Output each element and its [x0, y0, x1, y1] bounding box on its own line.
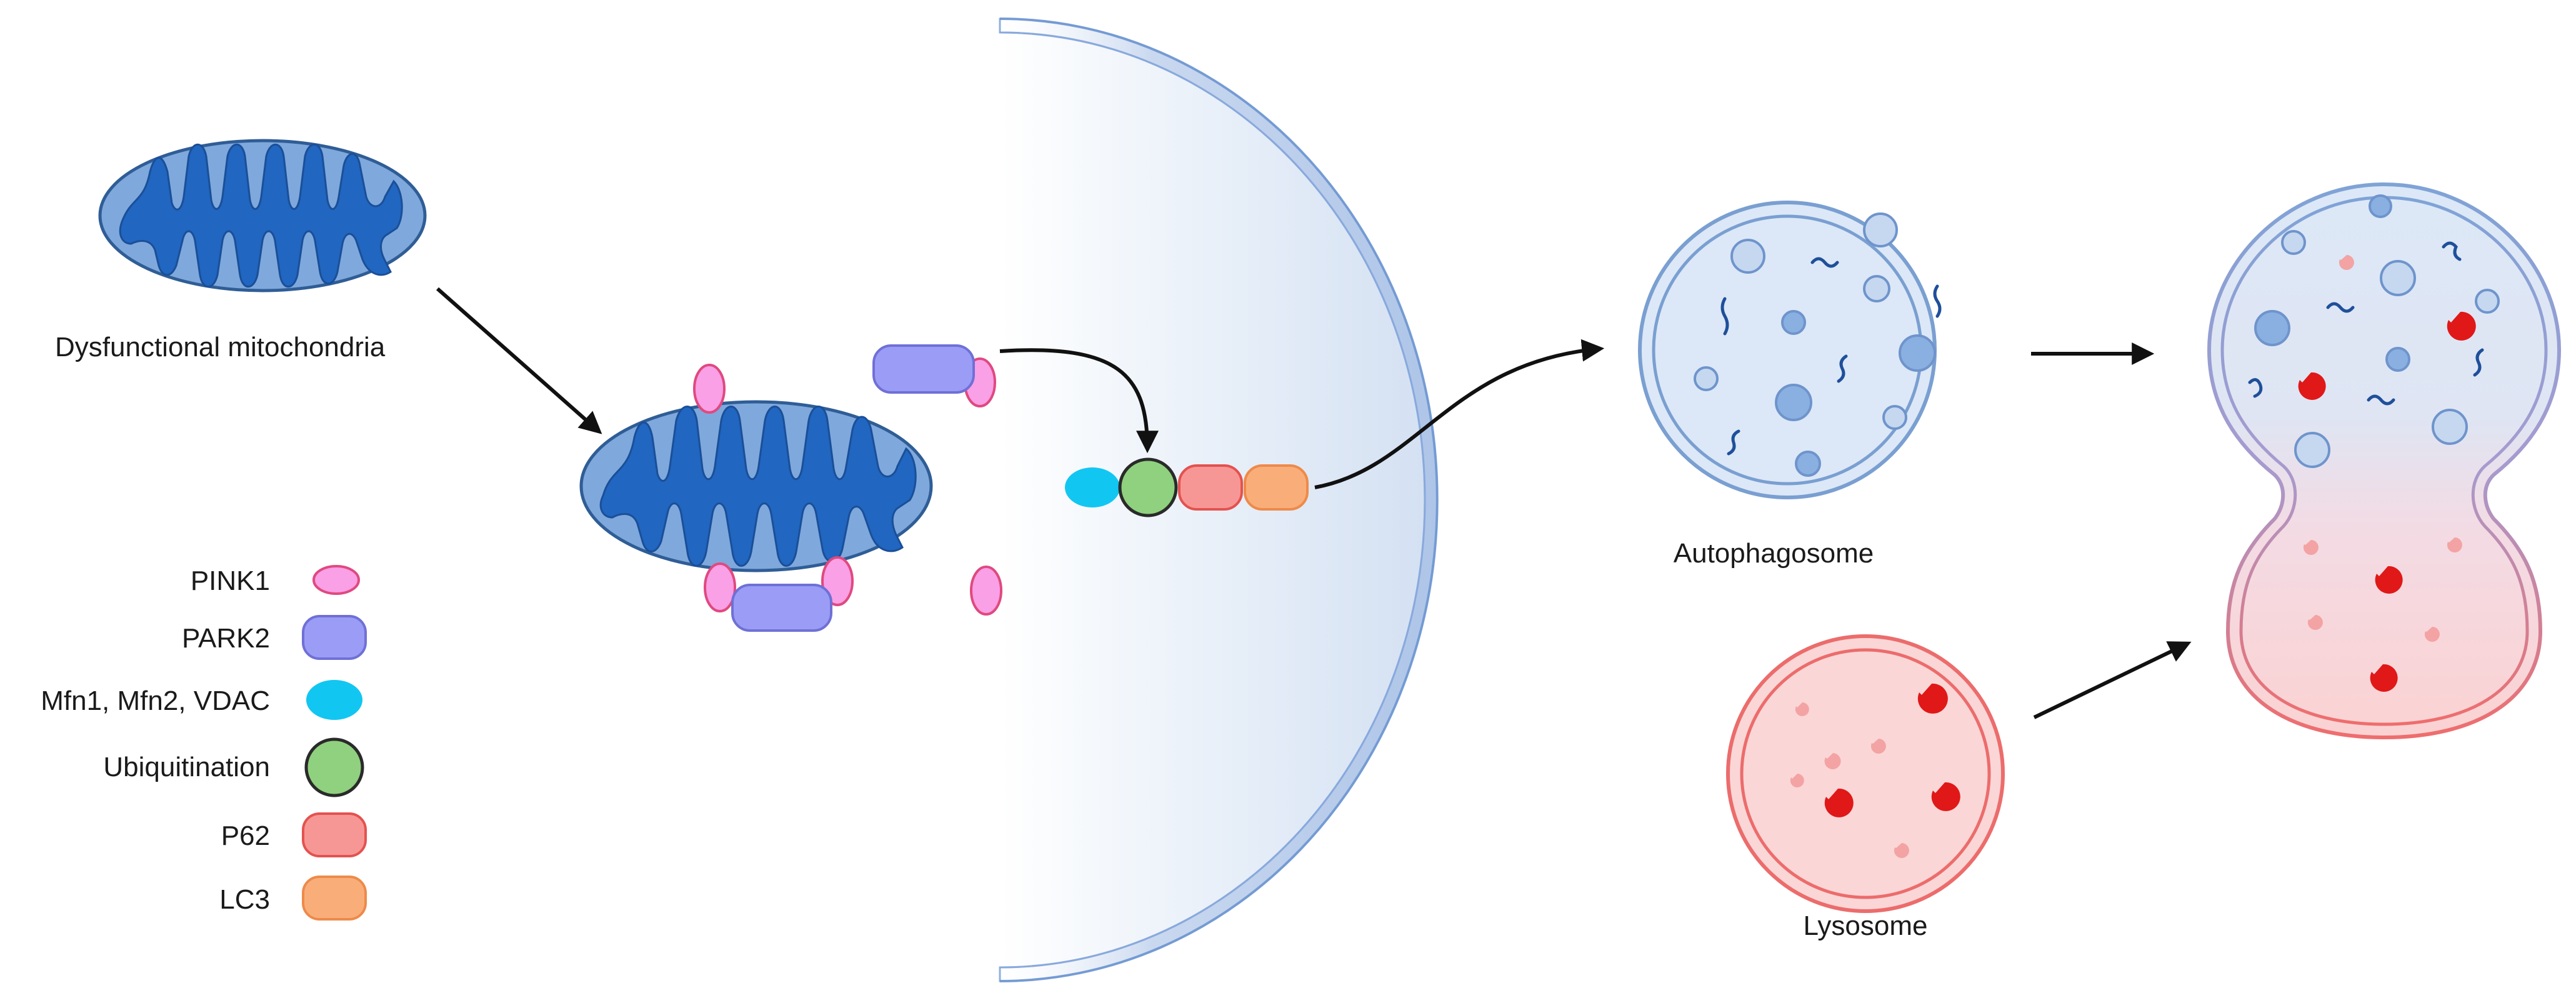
autolysosome-inner — [2220, 196, 2548, 726]
legend-swatch-park2 — [302, 615, 367, 660]
lysosome — [1726, 634, 2005, 913]
lysosome-label: Lysosome — [1803, 911, 1928, 941]
arrow-park2-to-ubiquitin — [999, 348, 1159, 454]
dysfunctional-mitochondrion — [98, 139, 427, 292]
mitochondrion-cristae — [599, 406, 917, 567]
legend-swatch-pink1 — [312, 565, 360, 595]
arrow-to-autophagosome — [1314, 339, 1605, 489]
p62-marker — [1178, 464, 1243, 511]
cell-rim-outer-line — [999, 17, 1439, 982]
park2-bottom — [731, 584, 832, 632]
autolysosome — [2207, 182, 2562, 740]
mfn-vdac-marker — [1065, 467, 1120, 507]
legend-label-p62: P62 — [221, 821, 270, 851]
autophagosome-label: Autophagosome — [1673, 538, 1874, 569]
park2-top — [872, 344, 975, 394]
autolysosome-filaments — [2248, 241, 2484, 406]
legend-swatch-ubiquitination — [304, 737, 364, 797]
legend-label-mfn: Mfn1, Mfn2, VDAC — [41, 686, 270, 716]
legend-swatch-mfn — [306, 680, 362, 720]
arrow-to-damaged-mito — [436, 287, 602, 434]
legend-swatches — [302, 565, 367, 921]
lc3-marker — [1244, 464, 1309, 511]
autophagosome — [1638, 201, 1942, 499]
ubiquitin-marker — [1118, 457, 1178, 517]
legend-label-park2: PARK2 — [181, 623, 270, 654]
legend-swatch-p62 — [302, 812, 367, 857]
cell-rim-inner-line — [999, 31, 1426, 969]
autolysosome-enzymes — [2298, 255, 2476, 692]
mitochondrion-cristae — [119, 143, 403, 288]
autophagosome-filaments — [1720, 257, 1942, 456]
legend-swatch-lc3 — [302, 876, 367, 921]
legend-label-lc3: LC3 — [219, 884, 270, 915]
legend-label-pink1: PINK1 — [190, 566, 270, 596]
tagged-mitochondrion — [579, 400, 933, 572]
pink1-top-left — [693, 364, 726, 414]
legend-label-ubiquitination: Ubiquitination — [103, 752, 270, 782]
dysfunctional-mitochondria-label: Dysfunctional mitochondria — [55, 332, 386, 362]
pink1-bottom-left — [704, 562, 736, 612]
arrow-lysosome-to-fusion — [2033, 641, 2192, 719]
pink1-bottom-right — [970, 566, 1002, 616]
lysosome-enzymes — [1790, 683, 1960, 858]
autophagosome-cargo — [1694, 212, 1936, 477]
autolysosome-cargo — [2254, 194, 2500, 468]
